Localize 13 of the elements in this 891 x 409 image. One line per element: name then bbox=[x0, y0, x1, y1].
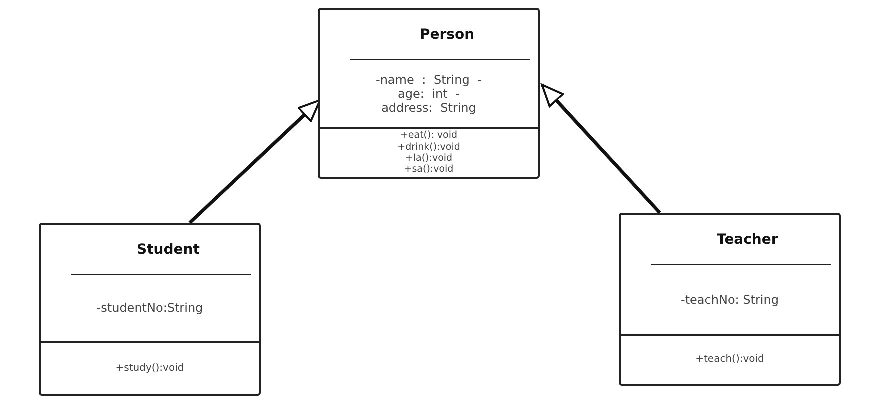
class-box bbox=[39, 223, 261, 396]
method-list: +eat(): void +drink():void +la():void +sa():void bbox=[394, 130, 464, 176]
class-box bbox=[318, 8, 540, 179]
class-box bbox=[619, 213, 841, 386]
class-name: Student bbox=[137, 242, 200, 258]
method-list: +study():void bbox=[115, 362, 185, 374]
class-name: Person bbox=[420, 26, 475, 42]
attribute-list: -teachNo: String bbox=[681, 292, 779, 306]
attribute-list: -studentNo:String bbox=[96, 301, 204, 315]
attribute-list: -name : String -age: int -address: String bbox=[374, 72, 484, 114]
method-list: +teach():void bbox=[695, 354, 765, 366]
class-name: Teacher bbox=[717, 232, 778, 248]
inheritance-arrow bbox=[540, 84, 662, 214]
